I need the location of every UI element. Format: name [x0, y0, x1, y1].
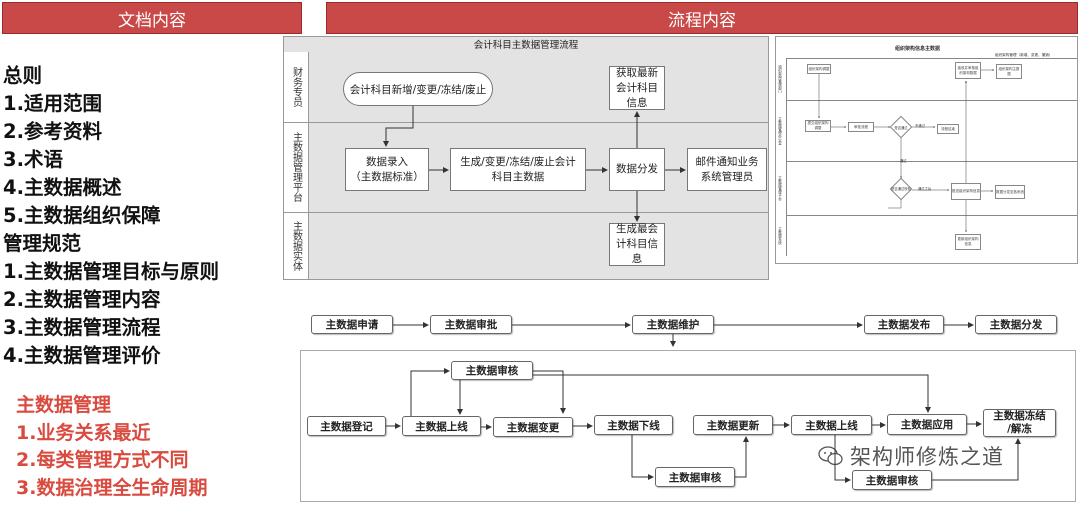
watermark-text: 架构师修炼之道	[850, 445, 1004, 469]
lane-divider	[284, 212, 768, 213]
lane-platform: 主数据管理平台	[290, 132, 302, 202]
lifecycle-edge	[533, 374, 931, 413]
org-node: 审批流程	[848, 122, 874, 132]
flow1-fetch-node: 获取最新会计科目信息	[609, 66, 665, 110]
lifecycle-offline: 主数据下线	[594, 415, 673, 435]
flow1-notify-node: 邮件通知业务系统管理员	[687, 148, 767, 191]
org-lane-1: 组织架构管理部门	[778, 65, 783, 93]
flow3-apply: 主数据申请	[311, 315, 393, 334]
lifecycle-review-2: 主数据审核	[655, 467, 735, 487]
lifecycle-review-1: 主数据审核	[451, 361, 533, 380]
flow3-approve: 主数据审批	[430, 315, 512, 334]
lifecycle-freeze: 主数据冻结/解冻	[983, 409, 1056, 437]
org-node: 提交组织架构调整	[805, 120, 831, 132]
org-lane-divider	[786, 100, 1077, 101]
org-edge	[888, 200, 902, 209]
lifecycle-edge	[533, 370, 566, 414]
org-flow-subtitle: 组织架构管理（新增、变更、撤销）	[995, 53, 1053, 57]
management-list: 主数据管理 1.业务关系最近 2.每类管理方式不同 3.数据治理全生命周期	[16, 392, 207, 502]
toc-item: 5.主数据组织保障	[3, 204, 161, 227]
org-lane-divider	[786, 161, 1077, 162]
org-lane-divider	[786, 58, 1077, 59]
org-node: 组织架构调整	[807, 64, 831, 74]
management-item: 2.每类管理方式不同	[16, 449, 189, 471]
org-edge-label: 不通过	[915, 124, 925, 128]
toc-item: 4.主数据概述	[3, 176, 122, 199]
management-item: 3.数据治理全生命周期	[16, 476, 208, 499]
lane-finance: 财务专员	[290, 67, 302, 107]
org-node: 推送组织架构信息	[951, 183, 981, 200]
lifecycle-apply: 主数据应用	[887, 414, 967, 435]
watermark: 架构师修炼之道	[818, 441, 1004, 471]
management-item: 主数据管理	[16, 394, 112, 416]
flow1-start-node: 会计科目新增/变更/冻结/废止	[343, 72, 493, 106]
lifecycle-review-3: 主数据审核	[852, 470, 932, 490]
flow1-latest-node: 生成最会计科目信息	[609, 223, 665, 266]
lifecycle-edge	[834, 435, 851, 483]
org-node: 流程结束	[937, 124, 959, 134]
toc-item: 3.主数据管理流程	[3, 316, 161, 339]
org-node: 组织架构主数据	[996, 64, 1022, 79]
toc-item: 1.主数据管理目标与原则	[3, 260, 219, 283]
org-flow-title: 组织架构信息主数据	[895, 46, 941, 52]
org-decision-label: 是否通过	[894, 126, 908, 130]
lifecycle-edge	[932, 438, 1021, 481]
flow1-edge	[383, 106, 414, 147]
org-lane-column	[786, 58, 787, 256]
flow3-maintain: 主数据维护	[632, 315, 714, 334]
flow1-distribute-node: 数据分发	[609, 148, 665, 191]
org-edge-label: 通过之后	[918, 187, 932, 191]
lifecycle-change: 主数据变更	[493, 417, 573, 437]
org-lane-3: 主数据管理平台	[778, 175, 783, 201]
flow3-publish: 主数据发布	[864, 315, 944, 334]
process-content-header: 流程内容	[326, 2, 1078, 34]
org-decision-label: 是否通过校验	[891, 187, 911, 191]
toc-item: 1.适用范围	[3, 92, 102, 115]
management-item: 1.业务关系最近	[16, 421, 151, 444]
org-lane-divider	[786, 215, 1077, 216]
lifecycle-register: 主数据登记	[307, 416, 386, 436]
toc-item: 3.术语	[3, 148, 63, 171]
toc-item: 管理规范	[3, 232, 82, 255]
toc-list: 总则 1.适用范围 2.参考资料 3.术语 4.主数据概述 5.主数据组织保障 …	[3, 62, 219, 370]
accounting-flow-title: 会计科目主数据管理流程	[473, 40, 579, 51]
lane-divider	[284, 122, 768, 123]
toc-item: 2.参考资料	[3, 120, 102, 143]
lifecycle-edge	[631, 435, 654, 480]
org-lane-2: 主数据管理办公室	[778, 116, 783, 145]
org-node: 数据分发至各系统	[995, 185, 1025, 199]
org-node: 接收并审核组织架构数据	[955, 62, 981, 79]
lane-label-column	[284, 52, 309, 279]
toc-item: 2.主数据管理内容	[3, 288, 161, 311]
document-content-header: 文档内容	[2, 2, 302, 34]
flow1-generate-node: 生成/变更/冻结/废止会计科目主数据	[450, 148, 586, 191]
toc-item: 4.主数据管理评价	[3, 344, 161, 367]
org-edge-label: 通过	[900, 159, 907, 163]
lifecycle-edge	[735, 436, 749, 478]
org-lane-4: 主数据系统	[778, 226, 783, 245]
org-node: 更新组织架构信息	[955, 234, 981, 250]
toc-item: 总则	[3, 64, 43, 87]
flow3-distribute: 主数据分发	[975, 315, 1057, 334]
org-flow-panel	[775, 36, 1078, 264]
lifecycle-online-2: 主数据上线	[791, 415, 872, 435]
lane-entity: 主数据实体	[290, 220, 302, 271]
lifecycle-update: 主数据更新	[693, 415, 773, 435]
lifecycle-edge	[410, 368, 450, 416]
flow1-data-entry: 数据录入 （主数据标准）	[345, 148, 429, 191]
lifecycle-online-1: 主数据上线	[402, 416, 481, 436]
